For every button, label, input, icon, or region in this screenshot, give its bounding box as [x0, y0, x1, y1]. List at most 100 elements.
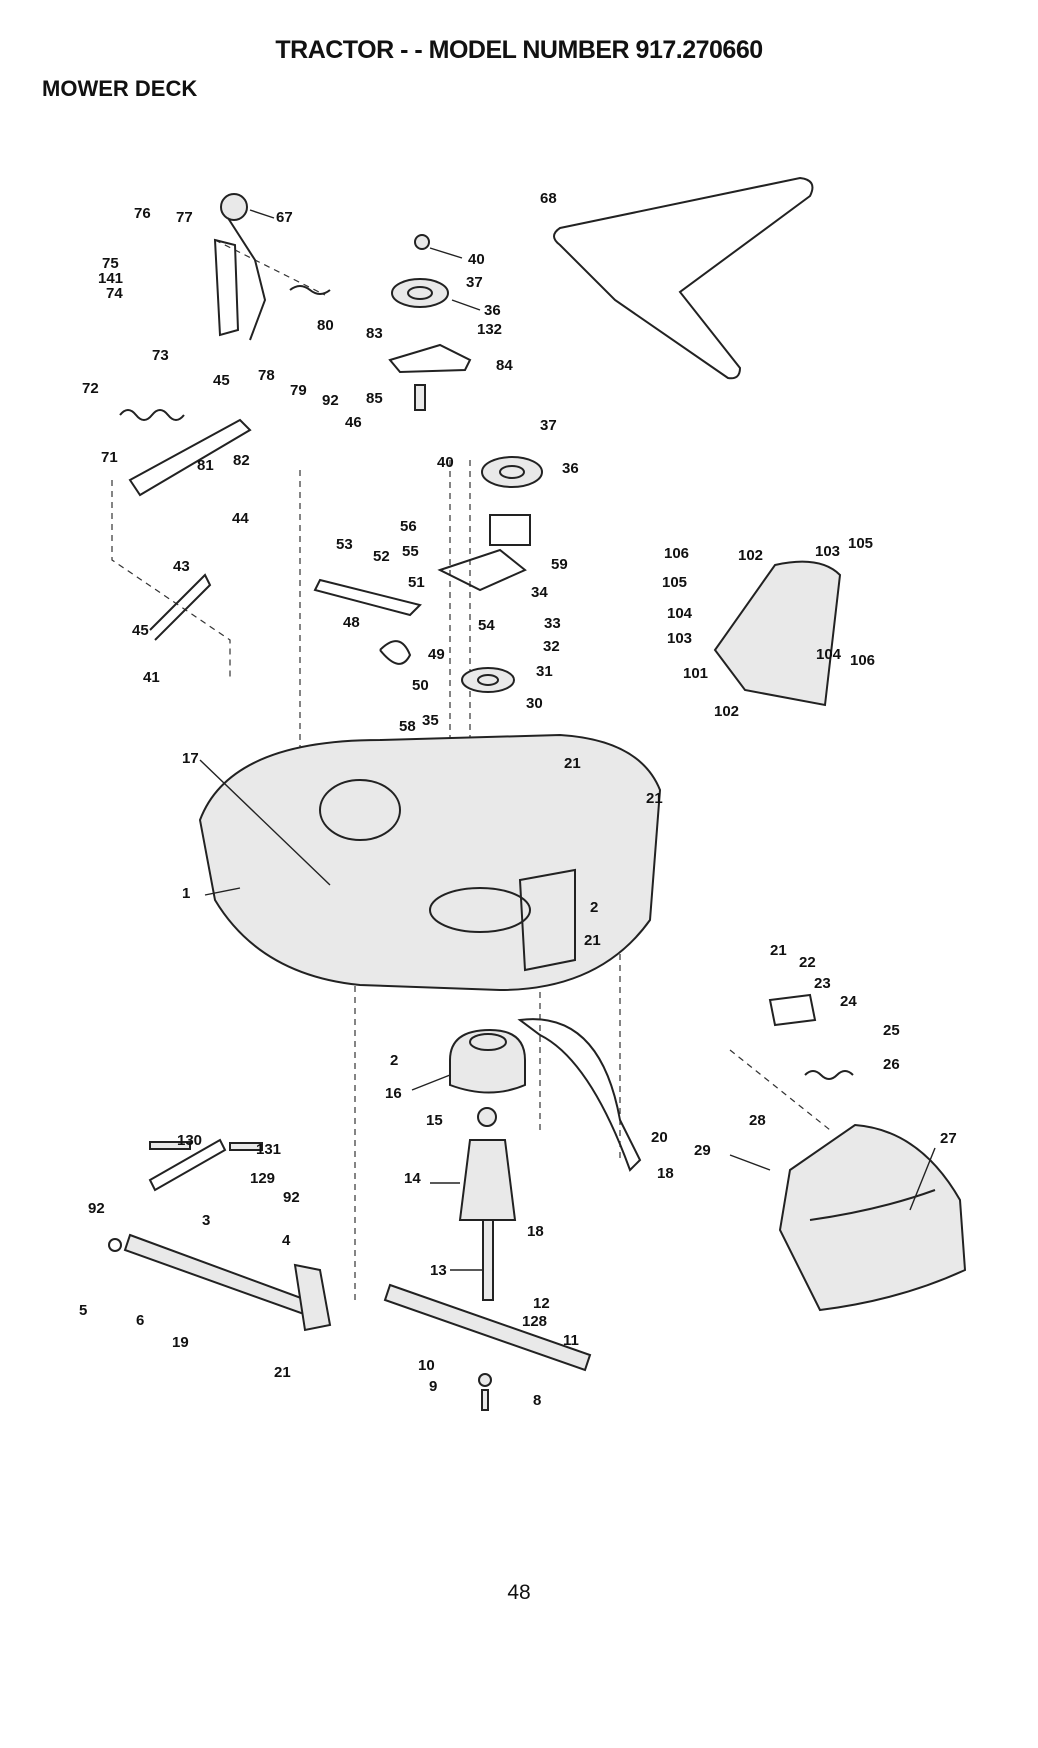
callout: 36	[484, 302, 501, 319]
discharge-shield-27	[778, 1123, 967, 1312]
callout: 84	[496, 357, 513, 374]
bracket-59	[489, 514, 531, 546]
callout: 20	[651, 1129, 668, 1146]
callout: 52	[373, 548, 390, 565]
callout: 3	[202, 1212, 210, 1229]
callout: 31	[536, 663, 553, 680]
arm-20	[517, 1018, 642, 1172]
callout: 58	[399, 718, 416, 735]
rod-71	[128, 418, 252, 497]
callout: 27	[940, 1130, 957, 1147]
callout: 105	[662, 574, 687, 591]
pin-5	[108, 1238, 122, 1252]
link-43	[149, 573, 212, 641]
callout: 16	[385, 1085, 402, 1102]
callout: 23	[814, 975, 831, 992]
spindle-14	[458, 1139, 517, 1221]
callout: 25	[883, 1022, 900, 1039]
lever-knob	[220, 193, 248, 221]
callout-labels: 76 77 67 75 141 74 73 80 78 79 92 72 45 …	[79, 190, 957, 1409]
callout: 24	[840, 993, 857, 1010]
callout: 92	[322, 392, 339, 409]
bolt-131	[229, 1142, 263, 1151]
callout: 72	[82, 380, 99, 397]
callout: 1	[182, 885, 190, 902]
callout: 28	[749, 1112, 766, 1129]
callout: 92	[88, 1200, 105, 1217]
callout: 46	[345, 414, 362, 431]
callout: 35	[422, 712, 439, 729]
callout: 11	[563, 1332, 579, 1349]
spring-25	[804, 1070, 854, 1080]
callout: 141	[98, 270, 123, 287]
callout: 103	[667, 630, 692, 647]
callout: 37	[540, 417, 557, 434]
callout: 131	[256, 1141, 281, 1158]
callout: 19	[172, 1334, 189, 1351]
callout: 103	[815, 543, 840, 560]
callout: 2	[390, 1052, 398, 1069]
callout: 77	[176, 209, 193, 226]
callout: 32	[543, 638, 560, 655]
bolt-130	[149, 1141, 191, 1150]
callout: 17	[182, 750, 199, 767]
callout: 104	[667, 605, 693, 622]
callout: 67	[276, 209, 293, 226]
callout: 132	[477, 321, 502, 338]
callout: 74	[106, 285, 123, 302]
lift-lever-assembly	[119, 193, 331, 641]
bracket-22	[768, 993, 817, 1027]
right-shield	[518, 868, 576, 972]
callout: 78	[258, 367, 275, 384]
blade-11	[383, 1283, 592, 1372]
left-spindle-housing	[319, 779, 401, 841]
bearing-housing-16	[449, 1028, 526, 1094]
callout: 130	[177, 1132, 202, 1149]
callout: 102	[714, 703, 739, 720]
callout: 9	[429, 1378, 437, 1395]
callout: 92	[283, 1189, 300, 1206]
callout: 21	[584, 932, 601, 949]
bracket-84	[388, 343, 472, 374]
callout: 129	[250, 1170, 275, 1187]
callout: 76	[134, 205, 151, 222]
drive-belt	[553, 176, 814, 380]
callout: 56	[400, 518, 417, 535]
callout: 45	[132, 622, 149, 639]
callout: 55	[402, 543, 419, 560]
page-number: 48	[507, 1581, 531, 1604]
callout: 106	[850, 652, 875, 669]
callout: 18	[527, 1223, 544, 1240]
callout: 49	[428, 646, 445, 663]
link-6	[123, 1233, 322, 1320]
callout: 8	[533, 1392, 541, 1409]
blade-spindle-stack	[383, 1028, 592, 1411]
bearing-15	[477, 1107, 497, 1127]
callout: 30	[526, 695, 543, 712]
callout: 33	[544, 615, 561, 632]
callout: 21	[770, 942, 787, 959]
callout: 71	[101, 449, 118, 466]
callout: 41	[143, 669, 160, 686]
spring-80	[289, 285, 331, 295]
callout: 83	[366, 325, 383, 342]
link-3	[148, 1138, 227, 1192]
callout: 81	[197, 457, 214, 474]
leader-lines	[199, 209, 936, 1271]
deck-support-and-shield	[517, 993, 967, 1312]
callout: 22	[799, 954, 816, 971]
callout: 50	[412, 677, 429, 694]
spring-72	[119, 409, 185, 421]
idler-arm-51	[437, 548, 527, 592]
lift-link-assembly	[108, 1138, 332, 1332]
callout: 40	[437, 454, 454, 471]
arm-53	[313, 578, 422, 617]
callout: 36	[562, 460, 579, 477]
callout: 40	[468, 251, 485, 268]
callout: 21	[564, 755, 581, 772]
callout: 73	[152, 347, 169, 364]
callout: 15	[426, 1112, 443, 1129]
spring-58	[379, 640, 412, 665]
callout: 79	[290, 382, 307, 399]
